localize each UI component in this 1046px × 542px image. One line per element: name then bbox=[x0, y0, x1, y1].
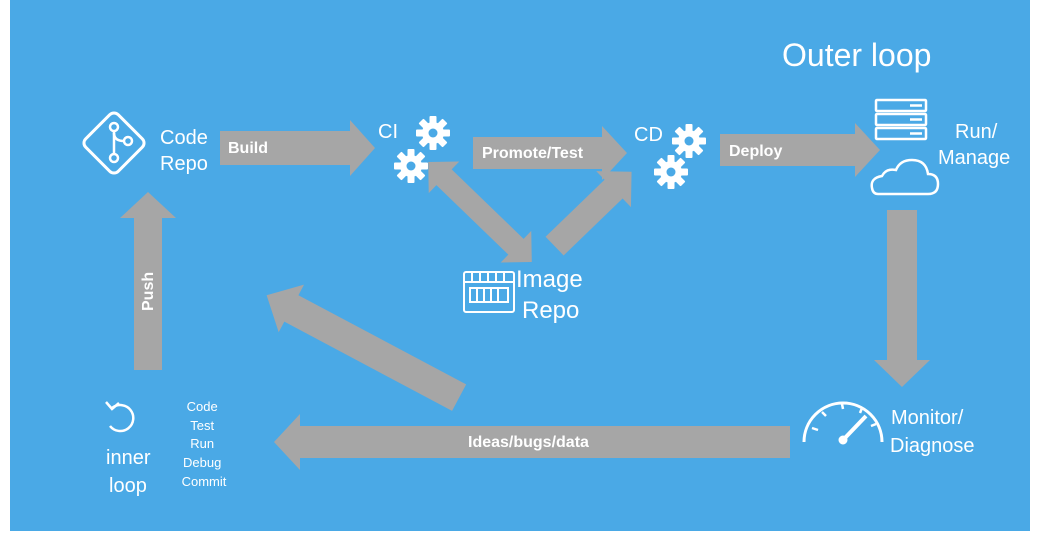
promote-test-arrow bbox=[473, 126, 627, 180]
ci-image-double-arrow bbox=[428, 161, 532, 263]
cloud-icon bbox=[870, 158, 940, 196]
deploy-arrow bbox=[720, 123, 880, 177]
inner-step: Run bbox=[190, 436, 214, 451]
gear-icon bbox=[672, 124, 706, 158]
build-label: Build bbox=[228, 140, 268, 157]
ideas-bugs-data-label: Ideas/bugs/data bbox=[468, 434, 589, 451]
image-to-cd-arrow bbox=[545, 171, 632, 256]
code-repo-label: Code Repo bbox=[160, 127, 213, 175]
cd-label: CD bbox=[634, 124, 663, 146]
gear-icon bbox=[416, 116, 450, 150]
git-repo-icon bbox=[82, 111, 146, 175]
ideas-bugs-data-arrow bbox=[274, 414, 790, 470]
server-stack-icon bbox=[874, 98, 928, 141]
container-registry-icon bbox=[463, 271, 515, 313]
gear-icon bbox=[654, 155, 688, 189]
deploy-label: Deploy bbox=[729, 143, 782, 160]
inner-loop-label: inner loop bbox=[106, 447, 156, 497]
push-arrow bbox=[120, 192, 176, 370]
diagram-canvas: Outer loop Build Promote/Test Deploy Ide… bbox=[82, 37, 1010, 497]
image-repo-label: Image Repo bbox=[516, 266, 589, 324]
inner-loop-steps: Code Test Run Debug Commit bbox=[182, 399, 227, 489]
inner-step: Code bbox=[187, 399, 218, 414]
outer-loop-title: Outer loop bbox=[782, 37, 931, 73]
undo-icon bbox=[105, 401, 135, 433]
image-to-inner-arrow bbox=[266, 284, 467, 411]
inner-step: Commit bbox=[182, 474, 227, 489]
gear-icon bbox=[394, 149, 428, 183]
ci-label: CI bbox=[378, 121, 398, 143]
inner-step: Test bbox=[190, 418, 214, 433]
devops-loop-diagram: Outer loop Build Promote/Test Deploy Ide… bbox=[10, 0, 1030, 531]
promote-test-label: Promote/Test bbox=[482, 145, 584, 162]
gauge-icon bbox=[802, 401, 884, 445]
monitor-diagnose-label: Monitor/ Diagnose bbox=[890, 407, 975, 457]
run-manage-label: Run/ Manage bbox=[938, 121, 1010, 169]
build-arrow bbox=[220, 120, 375, 176]
push-label: Push bbox=[140, 272, 157, 311]
run-to-monitor-arrow bbox=[874, 210, 930, 387]
inner-step: Debug bbox=[183, 455, 221, 470]
